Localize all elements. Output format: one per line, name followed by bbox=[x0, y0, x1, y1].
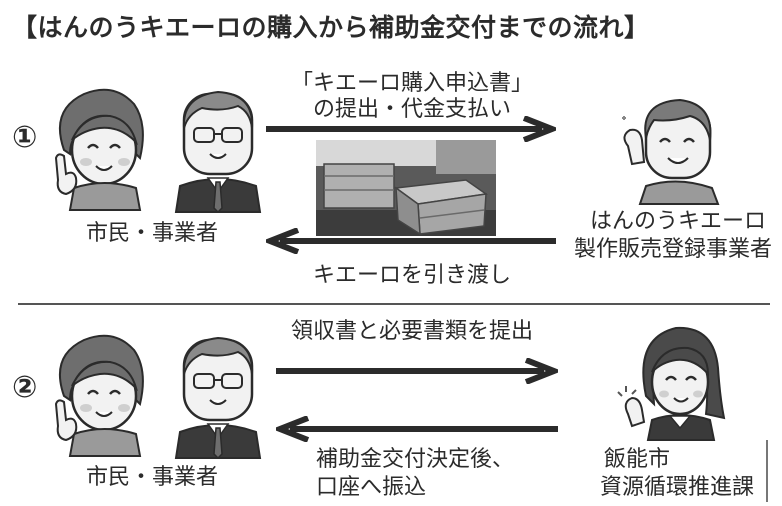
section-divider bbox=[18, 303, 770, 305]
arrow-label-documents: 領収書と必要書類を提出 bbox=[290, 319, 533, 344]
step-number-1: ① bbox=[12, 120, 38, 155]
arrow-right-icon bbox=[266, 116, 556, 142]
arrow-label-transfer-line2: 口座へ振込 bbox=[316, 475, 427, 500]
vendor-illustration-icon bbox=[622, 98, 720, 205]
city-label-line2: 資源循環推進課 bbox=[600, 475, 755, 500]
arrow-right-icon bbox=[276, 358, 558, 384]
woman-illustration-icon bbox=[54, 334, 144, 457]
page-title: 【はんのうキエーロの購入から補助金交付までの流れ】 bbox=[12, 13, 650, 42]
edge-line bbox=[766, 440, 768, 502]
arrow-label-deliver: キエーロを引き渡し bbox=[312, 263, 511, 288]
citizen-label-2: 市民・事業者 bbox=[86, 465, 219, 490]
man-illustration-icon bbox=[174, 90, 262, 214]
step-number-2: ② bbox=[12, 370, 38, 405]
vendor-label-line1: はんのうキエーロ bbox=[590, 209, 767, 234]
arrow-label-submit-line2: の提出・代金支払い bbox=[312, 97, 511, 122]
arrow-left-icon bbox=[276, 416, 558, 442]
kiero-compost-photo bbox=[316, 140, 496, 236]
arrow-label-submit-line1: 「キエーロ購入申込書」 bbox=[290, 71, 533, 96]
vendor-label-line2: 製作販売登録事業者 bbox=[573, 237, 772, 262]
arrow-label-transfer-line1: 補助金交付決定後、 bbox=[316, 447, 515, 472]
city-label-line1: 飯能市 bbox=[604, 447, 671, 472]
arrow-left-icon bbox=[266, 228, 556, 254]
woman-illustration-icon bbox=[54, 88, 144, 211]
man-illustration-icon bbox=[174, 336, 262, 460]
citizen-label-1: 市民・事業者 bbox=[86, 221, 219, 246]
city-staff-illustration-icon bbox=[617, 326, 726, 441]
